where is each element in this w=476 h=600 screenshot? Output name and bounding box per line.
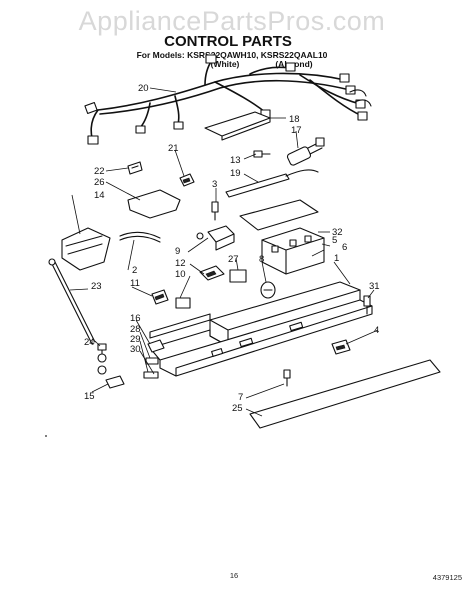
clip-21 <box>179 173 195 187</box>
tube-2 <box>119 231 161 239</box>
callout-14: 14 <box>94 190 105 201</box>
stray-mark <box>45 435 47 437</box>
light-socket <box>286 137 325 166</box>
callout-26: 26 <box>94 177 105 188</box>
callout-8: 8 <box>259 254 264 265</box>
callout-5: 5 <box>332 235 337 246</box>
callout-16: 16 <box>130 313 141 324</box>
callout-labels: 20 18 17 13 19 21 22 26 14 3 32 5 6 1 9 … <box>84 83 380 414</box>
callout-21: 21 <box>168 143 179 154</box>
screw-31 <box>363 295 371 315</box>
callout-10: 10 <box>175 269 186 280</box>
leader-lines <box>69 87 379 417</box>
clip-22 <box>127 161 143 175</box>
callout-17: 17 <box>291 125 302 136</box>
callout-27: 27 <box>228 254 239 265</box>
callout-2: 2 <box>132 265 137 276</box>
light-shield <box>204 111 271 137</box>
callout-13: 13 <box>230 155 241 166</box>
callout-29: 29 <box>130 334 141 345</box>
page-number: 16 <box>230 571 238 580</box>
rod-23 <box>48 258 96 345</box>
callout-20: 20 <box>138 83 149 94</box>
callout-19: 19 <box>230 168 241 179</box>
screw-3 <box>211 201 219 221</box>
thermostat-9 <box>196 225 235 251</box>
callout-3: 3 <box>212 179 217 190</box>
clip-11 <box>151 289 169 305</box>
label-10 <box>175 297 191 309</box>
callout-6: 6 <box>342 242 347 253</box>
wiring-harness <box>84 54 372 145</box>
callout-23: 23 <box>91 281 102 292</box>
bracket-15 <box>105 375 125 389</box>
control-box <box>261 227 325 275</box>
models-line: For Models: KSRS22QAWH10, KSRS22QAAL10 <box>137 50 328 60</box>
callout-15: 15 <box>84 391 95 402</box>
trim-strip-25 <box>249 359 441 429</box>
callout-12: 12 <box>175 258 186 269</box>
callout-31: 31 <box>369 281 380 292</box>
screw-7 <box>283 369 291 387</box>
callout-4: 4 <box>374 325 379 336</box>
callout-30: 30 <box>130 344 141 355</box>
watermark-text: AppliancePartsPros.com <box>79 6 386 36</box>
color-white-label: (White) <box>211 59 240 69</box>
insulation-32 <box>239 199 319 231</box>
callout-1: 1 <box>334 253 339 264</box>
damper-bracket <box>199 265 225 281</box>
callout-22: 22 <box>94 166 105 177</box>
callout-7: 7 <box>238 392 243 403</box>
page-title: CONTROL PARTS <box>164 33 292 50</box>
switch-assembly <box>143 339 165 379</box>
callout-24: 24 <box>84 337 95 348</box>
callout-11: 11 <box>130 278 140 289</box>
control-knob-8 <box>260 281 276 299</box>
callout-25: 25 <box>232 403 243 414</box>
callout-32: 32 <box>332 227 343 238</box>
light-cover <box>61 227 111 271</box>
document-number: 4379125 <box>433 573 462 582</box>
screw-13 <box>253 150 271 158</box>
control-housing <box>149 281 373 377</box>
callout-9: 9 <box>175 246 180 257</box>
thermostat-capillary <box>225 169 319 198</box>
label-27 <box>229 269 247 283</box>
callout-18: 18 <box>289 114 300 125</box>
bracket-26 <box>127 189 181 219</box>
callout-28: 28 <box>130 324 141 335</box>
clip-4 <box>331 339 351 355</box>
bolt-24 <box>97 343 107 375</box>
